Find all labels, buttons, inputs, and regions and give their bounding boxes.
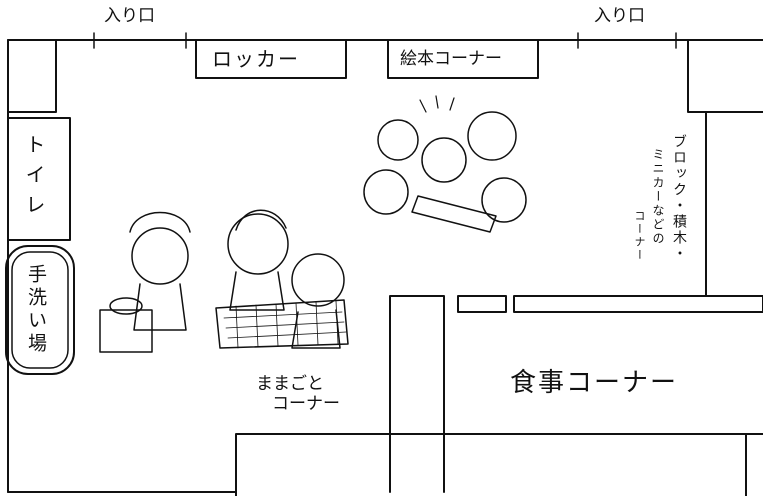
play-table [215,299,349,349]
dining-label: 食事コーナー [510,368,679,398]
child-girl-body [229,271,285,311]
bottom-cabinet [235,433,763,496]
dining-wall-left [389,295,445,493]
pretend-label-line1: ままごと [256,374,324,394]
handwash-label: 手洗い場 [25,264,47,356]
kid-1-head [377,119,419,161]
child-cook-body [133,283,187,331]
toilet-room [7,117,71,241]
outer-wall [7,39,763,493]
kid-5-head [481,177,527,223]
entrance-markers [93,32,677,49]
dining-counter-small [457,295,507,313]
child-girl-hair [235,209,287,231]
locker-box [195,39,347,79]
corner-block [7,39,57,113]
pretend-label-line2: コーナー [272,394,340,414]
entrance-label-left: 入り口 [104,6,155,26]
handwash-outer [5,245,75,375]
kid-4-head [363,169,409,215]
child-boy-body [291,309,341,349]
picture-book-label: 絵本コーナー [400,49,502,69]
toy-pot [109,297,143,315]
child-girl-head [227,213,289,275]
handwash-inner [11,251,69,369]
blocks-label-line1: ブロック・積木・ [671,134,687,262]
table-checker [223,300,347,349]
excitement-marks [419,95,455,113]
corner-block-right [687,39,763,113]
locker-label: ロッカー [212,47,300,71]
toy-stove [99,309,153,353]
entrance-label-right: 入り口 [594,6,645,26]
child-cook-hair [129,211,191,233]
blocks-label-line3: コーナー [633,210,646,262]
kid-2-head [467,111,517,161]
toy-block-tray [411,195,497,233]
picture-book-box [387,39,539,79]
blocks-label-line2: ミニカーなどの [651,148,665,246]
child-boy-head [291,253,345,307]
kid-3-head [421,137,467,183]
toilet-label: トイレ [22,134,46,224]
child-cook-head [131,227,189,285]
dining-counter-long [513,295,763,313]
